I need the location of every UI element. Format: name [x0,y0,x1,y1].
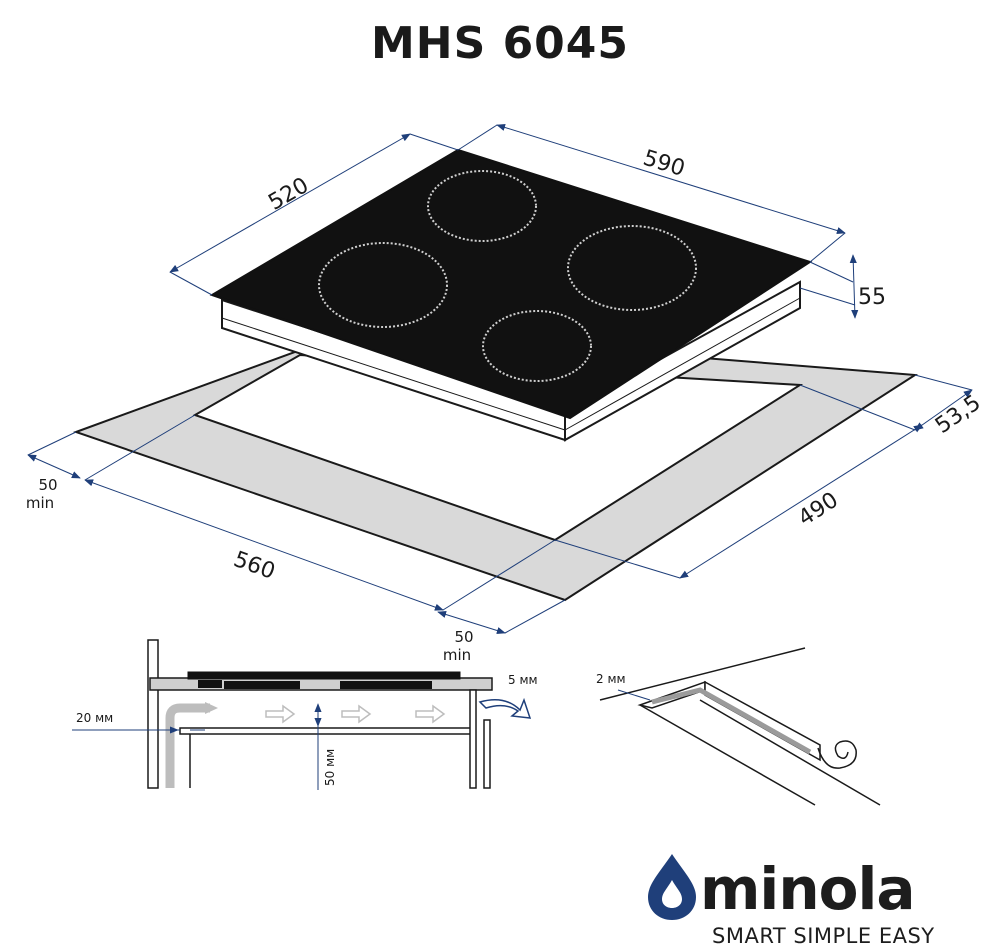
seal-thickness-label: 2 мм [596,672,626,686]
brand-tagline: SMART SIMPLE EASY [712,924,935,948]
dimension-lines [27,123,973,635]
dim-height: 55 [858,285,886,310]
dim-cutout-depth: 490 [794,488,843,532]
product-title: MHS 6045 [370,18,630,69]
install-section [72,639,532,790]
dim-depth-top: 520 [264,173,313,216]
dim-cutout-offset: 53,5 [931,390,985,439]
dim-clearance-left-unit: min [26,494,54,512]
brand-drop-icon [648,854,696,920]
gap-under-label: 50 мм [323,749,337,786]
dim-clearance-left-value: 50 [38,476,57,494]
dim-clearance-front-value: 50 [454,628,473,646]
gap-side-label: 20 мм [76,711,113,725]
dim-clearance-front-unit: min [443,646,471,664]
burner-front-right [482,310,592,382]
brand-logo-text: minola [700,855,915,923]
dim-width-top: 590 [640,146,687,182]
seal-detail [599,647,881,806]
gap-back-label: 5 мм [508,673,538,687]
dim-cutout-width: 560 [230,547,278,585]
